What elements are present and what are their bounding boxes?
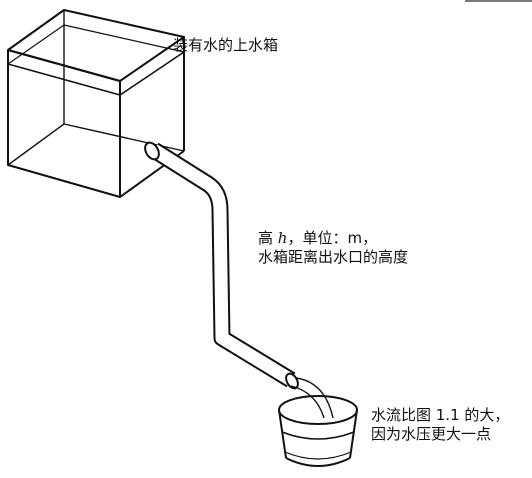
pipe [144, 141, 299, 390]
water-stream-curve-1 [295, 377, 334, 419]
height-label-line-2: 水箱距离出水口的高度 [258, 248, 409, 266]
flow-label: 水流比图 1.1 的大， 因为水压更大一点 [371, 406, 509, 444]
height-label-suffix: ，单位：m， [287, 229, 378, 247]
height-variable-h: h [277, 229, 288, 247]
height-label-line-1: 高 h，单位：m， [258, 229, 408, 248]
flow-label-line-1: 水流比图 1.1 的大， [371, 406, 510, 424]
height-label-prefix: 高 [258, 229, 278, 247]
bucket [278, 395, 358, 467]
water-stream-curve-2 [290, 385, 325, 419]
bucket-water-line [281, 431, 355, 440]
tank-back-bottom-right-edge [63, 123, 185, 152]
tank-water-surface [7, 24, 185, 96]
tank-back-bottom-left-edge [7, 123, 65, 166]
height-label: 高 h，单位：m， 水箱距离出水口的高度 [258, 229, 408, 267]
upper-water-tank [7, 9, 185, 198]
pipe-inlet-opening [144, 141, 160, 161]
tank-label: 装有水的上水箱 [173, 36, 278, 55]
bucket-left-side [278, 409, 287, 459]
bucket-right-side [349, 409, 358, 459]
flow-label-line-2: 因为水压更大一点 [371, 425, 492, 443]
tank-label-text: 装有水的上水箱 [173, 36, 279, 54]
pipe-interior [150, 144, 295, 386]
bucket-lower-line [284, 451, 352, 460]
bucket-rim [278, 395, 358, 425]
bucket-bottom [285, 457, 351, 467]
